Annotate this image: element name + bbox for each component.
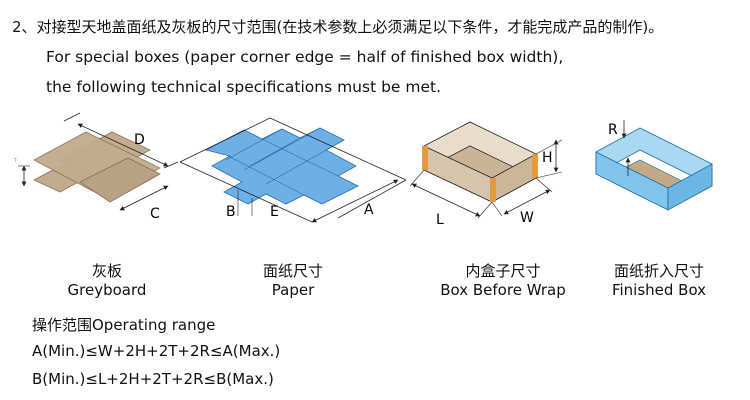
inner-box-label-w: W [520, 210, 534, 226]
inner-box-caption-cn: 内盒子尺寸 [465, 262, 541, 280]
finished-box-caption-cn: 面纸折入尺寸 [613, 262, 704, 280]
finished-box-caption: 面纸折入尺寸 Finished Box [574, 262, 744, 300]
inner-box-label-h: H [542, 150, 553, 166]
diagram-canvas: D C T B E A H [13, 112, 713, 228]
inner-box-corner-front [490, 178, 496, 202]
inner-box-label-l: L [436, 212, 444, 228]
english-line-1: For special boxes (paper corner edge = h… [46, 48, 564, 66]
formula-a: A(Min.)≤W+2H+2T+2R≤A(Max.) [32, 342, 281, 360]
greyboard-diagram: D C T [13, 112, 179, 222]
heading-text: 2、对接型天地盖面纸及灰板的尺寸范围(在技术参数上必须满足以下条件，才能完成产品… [12, 18, 664, 36]
finished-box-diagram: R [595, 120, 713, 211]
english-line-2: the following technical specifications m… [46, 78, 442, 96]
paper-label-a: A [364, 202, 374, 218]
greyboard-label-c: C [150, 206, 160, 222]
paper-label-e: E [270, 204, 279, 220]
inner-box-caption: 内盒子尺寸 Box Before Wrap [418, 262, 588, 300]
paper-cross-shape [204, 127, 359, 205]
finished-box-caption-en: Finished Box [611, 281, 707, 299]
greyboard-label-t: T [13, 158, 18, 164]
inner-box-corner-right [532, 154, 538, 178]
paper-caption: 面纸尺寸 Paper [208, 262, 378, 300]
inner-box-diagram: H L W [409, 121, 563, 228]
paper-label-b: B [226, 204, 236, 220]
greyboard-label-d: D [134, 132, 145, 148]
greyboard-caption: 灰板 Greyboard [22, 262, 192, 300]
paper-caption-cn: 面纸尺寸 [262, 262, 323, 280]
finished-box-label-r: R [608, 122, 618, 138]
greyboard-caption-cn: 灰板 [91, 262, 122, 280]
paper-caption-en: Paper [271, 281, 315, 299]
inner-box-caption-en: Box Before Wrap [440, 281, 566, 299]
operating-range-title: 操作范围Operating range [32, 316, 216, 334]
greyboard-caption-en: Greyboard [67, 281, 147, 299]
formula-b: B(Min.)≤L+2H+2T+2R≤B(Max.) [32, 370, 274, 388]
paper-diagram: B E A [179, 117, 407, 223]
finished-box-right-wall [667, 163, 713, 211]
inner-box-corner-left [422, 146, 428, 170]
